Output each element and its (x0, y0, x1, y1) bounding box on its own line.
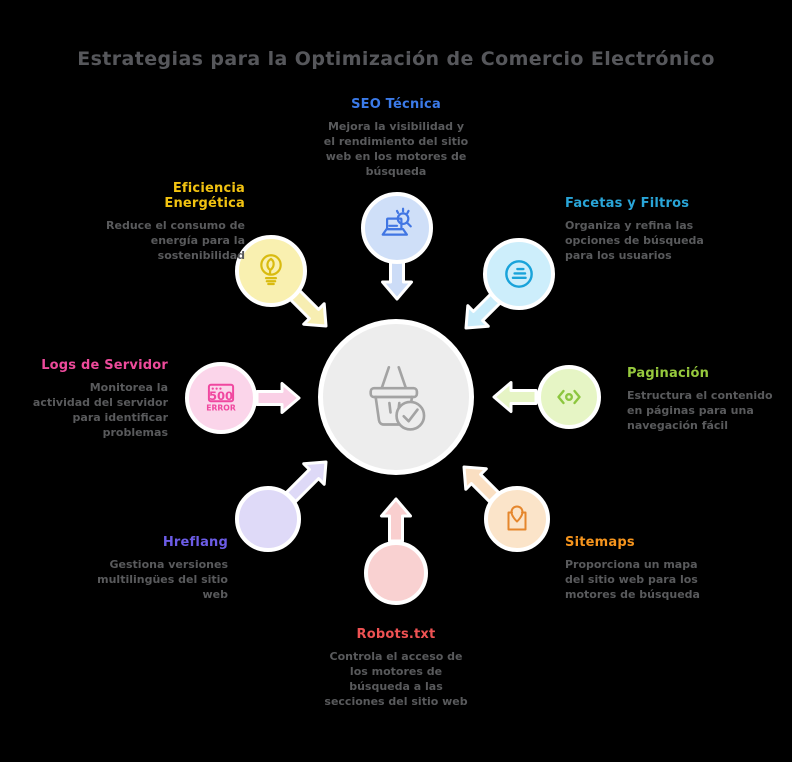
node-description-robots-txt: Controla el acceso de los motores de bús… (324, 650, 468, 708)
node-bubble-sitemaps (484, 486, 550, 552)
node-label-hreflang: Hreflang (162, 535, 228, 550)
node-description-eficiencia-energetica: Reduce el consumo de energía para la sos… (106, 219, 245, 262)
check-mark-icon (402, 408, 419, 423)
node-label-sitemaps: Sitemaps (565, 535, 635, 550)
node-label-robots-txt: Robots.txt (356, 627, 436, 642)
laptop-search-icon (381, 207, 412, 236)
shopping-basket-check-icon (369, 365, 426, 431)
node-label-seo-tecnica: SEO Técnica (351, 97, 441, 112)
error-code-text: 500 (209, 389, 233, 403)
center-hub (318, 319, 474, 475)
check-circle-icon (395, 400, 426, 431)
basket-handle-left (380, 365, 391, 390)
arrow-eficiencia-energetica (286, 286, 328, 328)
error-word-text: ERROR (206, 404, 236, 413)
diagram-title: Estrategias para la Optimización de Come… (77, 48, 715, 70)
node-text-eficiencia-energetica: Eficiencia Energética Reduce el consumo … (95, 181, 245, 264)
node-bubble-paginacion (537, 365, 601, 429)
eco-bulb-icon (260, 254, 282, 286)
node-label-facetas-y-filtros: Facetas y Filtros (565, 196, 690, 211)
node-description-hreflang: Gestiona versiones multilingües del siti… (97, 558, 228, 601)
basket-slat (388, 401, 392, 414)
node-bubble-logs-de-servidor: 500 ERROR (185, 362, 257, 434)
node-bubble-facetas-y-filtros (483, 238, 555, 310)
arrow-facetas-y-filtros (464, 291, 503, 330)
arrow-paginacion (492, 381, 538, 413)
node-text-facetas-y-filtros: Facetas y Filtros Organiza y refina las … (565, 196, 733, 264)
node-description-logs-de-servidor: Monitorea la actividad del servidor para… (32, 381, 168, 439)
arrow-logs-de-servidor (255, 382, 301, 414)
node-bubble-seo-tecnica (361, 192, 433, 264)
basket-handle-right (397, 365, 408, 390)
node-text-robots-txt: Robots.txt Controla el acceso de los mot… (321, 627, 471, 709)
node-description-seo-tecnica: Mejora la visibilidad y el rendimiento d… (323, 120, 469, 178)
node-bubble-eficiencia-energetica (235, 235, 307, 307)
node-description-facetas-y-filtros: Organiza y refina las opciones de búsque… (565, 219, 704, 262)
node-text-hreflang: Hreflang Gestiona versiones multilingües… (78, 535, 228, 603)
node-text-seo-tecnica: SEO Técnica Mejora la visibilidad y el r… (301, 97, 491, 179)
server-error-icon: 500 ERROR (206, 383, 236, 413)
map-pin-square-icon (507, 505, 527, 531)
node-description-paginacion: Estructura el contenido en páginas para … (627, 389, 773, 432)
filter-lines-icon (505, 260, 533, 288)
arrow-hreflang (284, 460, 328, 504)
node-text-sitemaps: Sitemaps Proporciona un mapa del sitio w… (565, 535, 717, 603)
node-label-paginacion: Paginación (627, 366, 710, 381)
code-pagination-icon (557, 389, 581, 405)
arrow-sitemaps (462, 465, 501, 504)
node-text-paginacion: Paginación Estructura el contenido en pá… (627, 366, 782, 434)
node-bubble-robots-txt (364, 541, 428, 605)
node-text-logs-de-servidor: Logs de Servidor Monitorea la actividad … (30, 358, 168, 440)
node-description-sitemaps: Proporciona un mapa del sitio web para l… (565, 558, 700, 601)
node-label-logs-de-servidor: Logs de Servidor (41, 358, 168, 373)
arrow-seo-tecnica (381, 256, 413, 301)
node-label-eficiencia-energetica: Eficiencia Energética (164, 181, 245, 211)
node-bubble-hreflang (235, 486, 301, 552)
basket-rim (369, 386, 419, 399)
arrow-robots-txt (380, 497, 412, 543)
